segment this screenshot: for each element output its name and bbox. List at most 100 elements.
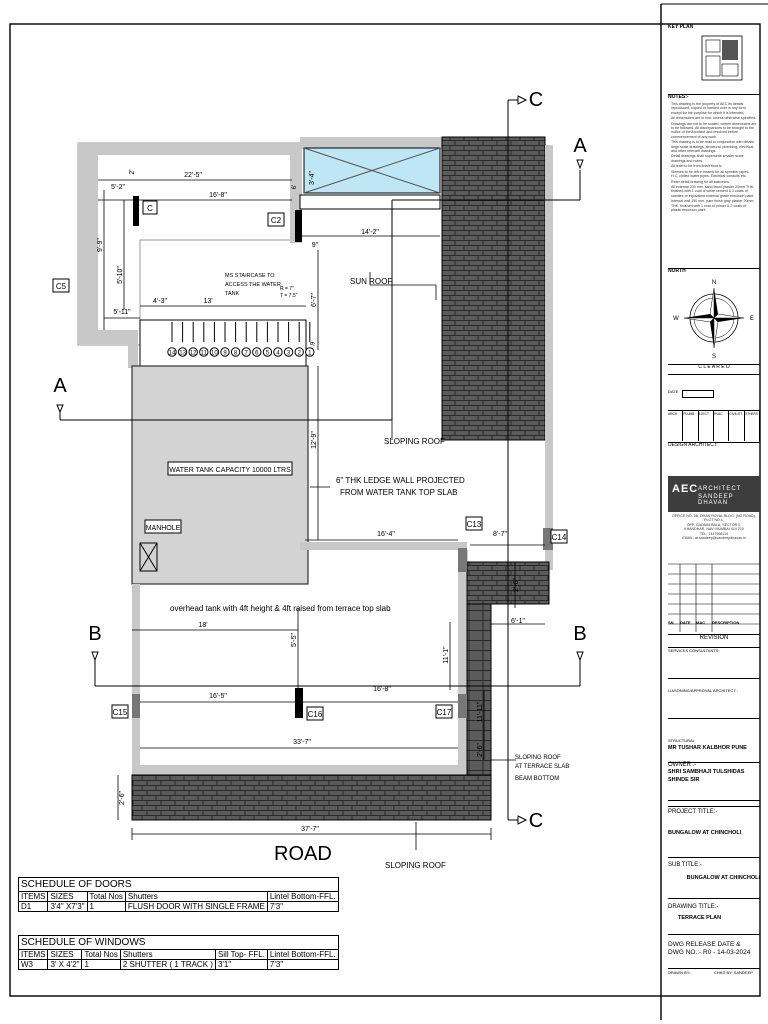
dim-33-7: 33'-7" (293, 739, 311, 746)
dim-11-11: 11'-11" (477, 701, 484, 722)
column-c15-box (111, 704, 129, 719)
dim-8-7: 8'-7" (493, 531, 507, 538)
project-label: PROJECT TITLE:- (668, 809, 718, 815)
subtitle-section: SUB TITLE:- BUNGALOW AT CHINCHOLI (668, 858, 760, 899)
stair-step-marker (252, 347, 262, 357)
note-item: This drawing is to be read in conjunctio… (671, 140, 754, 154)
doors-header: SIZES (47, 891, 88, 902)
dim-5-11: 5'-11" (113, 309, 131, 316)
design-architect-section: DESIGN ARCHITECT: (668, 442, 760, 476)
compass-s: S (712, 354, 716, 360)
schedule-of-doors: SCHEDULE OF DOORS ITEMS SIZES Total Nos … (17, 877, 339, 912)
revision-grid (668, 562, 760, 632)
stair-step-number: 13 (179, 351, 186, 357)
terrace-walls (132, 542, 468, 775)
drawing-label: DRAWING TITLE:- (668, 904, 719, 910)
windows-header: ITEMS (17, 949, 49, 960)
subtitle-label: SUB TITLE:- (668, 862, 702, 868)
cleared-label: C L E A R E D (668, 364, 760, 375)
dim-16-8-lower: 16'-8" (373, 686, 391, 693)
checked-by: CHKD BY: SANDEEP (714, 970, 753, 975)
sun-roof-label: SUN ROOF (350, 277, 392, 286)
windows-cell: W3 (17, 959, 49, 970)
stair-step-number: 7 (245, 351, 249, 357)
windows-cell: 1 (81, 959, 121, 970)
manhole-label: MANHOLE (146, 525, 181, 532)
column-c13-box (465, 516, 483, 531)
windows-cell: 7'3" (266, 959, 339, 970)
services-consultants: SERVICES CONSULTANTS: (668, 648, 760, 679)
dim-3-4: 3'-4" (309, 171, 316, 185)
column-c17: C17 (437, 708, 452, 717)
section-b-left: B (88, 623, 101, 645)
firm-line1: ARCHITECT (698, 486, 742, 492)
stair-step-number: 3 (287, 351, 291, 357)
dim-4-3: 4'-3" (153, 298, 167, 305)
address-line: KHANDHAR, NAVI MUMBAI 410 210 (684, 527, 744, 532)
note-item: Drawings are not to be scaled, written d… (671, 121, 757, 139)
rev-col: DATE (680, 620, 691, 625)
firm-address: OFFICE NO. 5B, DHAN ROYAL BLDG. (NO ROAD… (668, 514, 760, 562)
dim-2: 2' (129, 169, 136, 174)
stair-step-number: 8 (234, 351, 238, 357)
windows-header: Total Nos (81, 949, 121, 960)
dim-2-6-bottom: 2'-6" (119, 791, 126, 805)
owner-section: OWNER :- SHRI SAMBHAJI TULSHIDAS SHINDE … (668, 762, 760, 801)
stair-step-marker (294, 347, 304, 357)
dim-6-stair: 6' (308, 342, 314, 346)
structural-label: STRUCTURAL (668, 738, 695, 743)
rev-col: SN (668, 620, 674, 625)
staircase-note: MS STAIRCASE TO (225, 273, 275, 279)
rev-col: DESCRIPTION (712, 620, 740, 625)
doors-header: Lintel Bottom-FFL. (266, 891, 339, 902)
stair-step-marker (230, 347, 241, 357)
dim-5-5: 5'-5" (291, 633, 298, 647)
stair-step-number: 14 (169, 351, 176, 357)
column-c16-box (306, 706, 324, 721)
release-line2: DWG NO.:- R0 - 14-03-2024 (668, 949, 751, 956)
column-c13: C13 (467, 520, 482, 529)
cleared-col: ARCH (668, 411, 684, 441)
dimension-lines (98, 179, 545, 850)
riser-note: T = 7.5" (280, 293, 298, 299)
sloping-roof-label-bottom: SLOPING ROOF (385, 861, 446, 870)
project-name: BUNGALOW AT CHINCHOLI (668, 830, 742, 836)
address-line: OPP. GADAVA BALA, SECTOR 2, (686, 522, 742, 527)
terrace-roof-note: SLOPING ROOF (515, 755, 561, 761)
upper-room-walls (77, 142, 302, 368)
notes-section: NOTES:- This drawing is the property of … (668, 94, 760, 269)
sloping-roof-east-wall (466, 603, 492, 777)
notes-list: This drawing is the property of AEC its … (668, 100, 760, 215)
dim-9-9: 9'-9" (97, 238, 104, 252)
address-line: EMAIL: ar.sandeep@sandeepdhavan.in (682, 536, 746, 541)
dim-6-1: 6'-1" (511, 618, 525, 625)
stair-step-number: 5 (266, 351, 270, 357)
staircase-note: ACCESS THE WATER (225, 282, 281, 288)
liaison-architect: LIASONING/APPROVAL ARCHITECT : (668, 688, 760, 719)
firm-mark: AEC (672, 483, 699, 495)
sloping-roof-right (441, 136, 546, 441)
stair-step-number: 4 (276, 351, 280, 357)
dim-5-2: 5'-2" (111, 184, 125, 191)
revision-table-lines (668, 563, 760, 632)
drawing-title-section: DRAWING TITLE:- TERRACE PLAN (668, 900, 760, 935)
compass-e: E (750, 316, 754, 322)
sheet-border (9, 23, 761, 997)
dim-22-5: 22'-5" (184, 172, 202, 179)
stair-step-marker (177, 347, 188, 357)
stair-step-marker (167, 347, 177, 357)
schedule-of-windows: SCHEDULE OF WINDOWS ITEMS SIZES Total No… (17, 935, 339, 970)
stair-step-marker (209, 347, 220, 357)
windows-cell: 2 SHUTTER ( 1 TRACK ) (119, 959, 216, 970)
windows-header: SIZES (47, 949, 83, 960)
dim-12-9: 12'-9" (311, 431, 318, 449)
doors-header: Shutters (124, 891, 268, 902)
column-c14-box (550, 529, 568, 544)
rev-col: MAC (696, 620, 706, 625)
owner-name: SHINDE SIR (668, 777, 700, 783)
dim-2-6-corner: 2'-6" (477, 743, 484, 757)
date-box (682, 390, 714, 398)
ms-staircase (139, 319, 315, 367)
